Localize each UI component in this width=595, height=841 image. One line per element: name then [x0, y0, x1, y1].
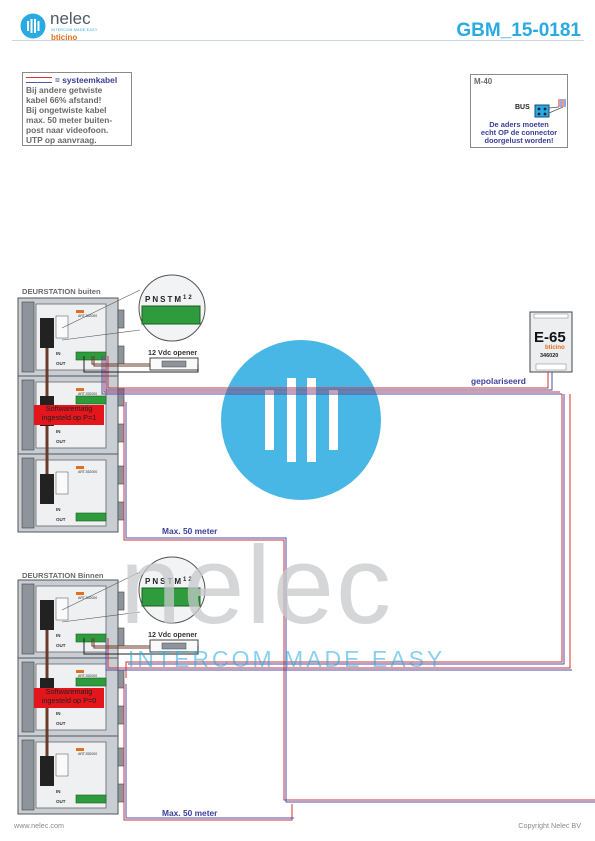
- m40-title: M-40: [474, 77, 493, 86]
- distance-label-bottom: Max. 50 meter: [162, 808, 218, 818]
- module-out-label: OUT: [56, 439, 66, 444]
- module-in-label: IN: [56, 633, 61, 638]
- note-line: kabel 66% afstand!: [26, 95, 102, 105]
- brand-logo: nelec INTERCOM MADE EASY bticino: [20, 9, 130, 42]
- bus-label: BUS: [515, 104, 530, 111]
- note-line: max. 50 meter buiten-: [26, 115, 113, 125]
- brand-tagline: INTERCOM MADE EASY: [51, 28, 98, 32]
- module-code-label: ART.352000: [78, 752, 98, 756]
- watermark-tagline: INTERCOM MADE EASY: [128, 646, 446, 672]
- footer-website: www.nelec.com: [14, 821, 64, 830]
- module-in-label: IN: [56, 711, 61, 716]
- module-out-label: OUT: [56, 361, 66, 366]
- module-code-label: ART.352000: [78, 392, 98, 396]
- document-id: GBM_15-0181: [456, 20, 581, 41]
- footer-copyright: Copyright Nelec BV: [518, 821, 581, 830]
- module-code-label: ART.352000: [78, 596, 98, 600]
- cable-note-box: = systeemkabel Bij andere getwiste kabel…: [22, 72, 132, 146]
- module-code-label: ART.352000: [78, 314, 98, 318]
- power-supply-code: 346020: [540, 353, 559, 359]
- module-in-label: IN: [56, 789, 61, 794]
- opener-label-top: 12 Vdc opener: [148, 348, 198, 357]
- system-cable-swatch: [26, 77, 52, 83]
- note-line: post naar videofoon.: [26, 125, 109, 135]
- power-supply-e65: [529, 311, 573, 373]
- opener-label-bottom: 12 Vdc opener: [148, 630, 198, 639]
- power-supply-name: E-65: [534, 329, 566, 346]
- module-code-label: ART.352000: [78, 674, 98, 678]
- legend-label: = systeemkabel: [55, 75, 118, 85]
- module-code-label: ART.352000: [78, 470, 98, 474]
- module-out-label: OUT: [56, 721, 66, 726]
- note-line: UTP op aanvraag.: [26, 135, 97, 145]
- module-in-label: IN: [56, 507, 61, 512]
- watermark-logo-icon: [221, 340, 381, 500]
- module-out-label: OUT: [56, 799, 66, 804]
- station-title-outdoor: DEURSTATION buiten: [22, 287, 101, 296]
- module-in-label: IN: [56, 351, 61, 356]
- brand-name: nelec: [50, 9, 91, 28]
- module-in-label: IN: [56, 429, 61, 434]
- station-title-indoor: DEURSTATION Binnen: [22, 571, 104, 580]
- terminal-zoom-bottom: [61, 556, 206, 624]
- bus-connector-icon: [534, 99, 566, 118]
- nelec-logo-icon: [20, 13, 46, 39]
- note-line: Bij ongetwiste kabel: [26, 105, 107, 115]
- polarised-label: gepolariseerd: [471, 376, 526, 386]
- distance-label-top: Max. 50 meter: [162, 526, 218, 536]
- partner-logo: bticino: [51, 33, 78, 42]
- terminal-zoom-top: [61, 274, 206, 342]
- power-supply-brand: bticino: [545, 345, 565, 351]
- module-out-label: OUT: [56, 643, 66, 648]
- watermark-word: nelec: [120, 524, 393, 647]
- door-opener-top: [149, 357, 199, 371]
- m40-message: De aders moeten echt OP de connector doo…: [480, 120, 558, 145]
- module-out-label: OUT: [56, 517, 66, 522]
- header-divider: [12, 40, 584, 41]
- m40-connector-box: M-40 BUS De aders moeten echt OP de conn…: [470, 74, 568, 148]
- note-line: Bij andere getwiste: [26, 85, 103, 95]
